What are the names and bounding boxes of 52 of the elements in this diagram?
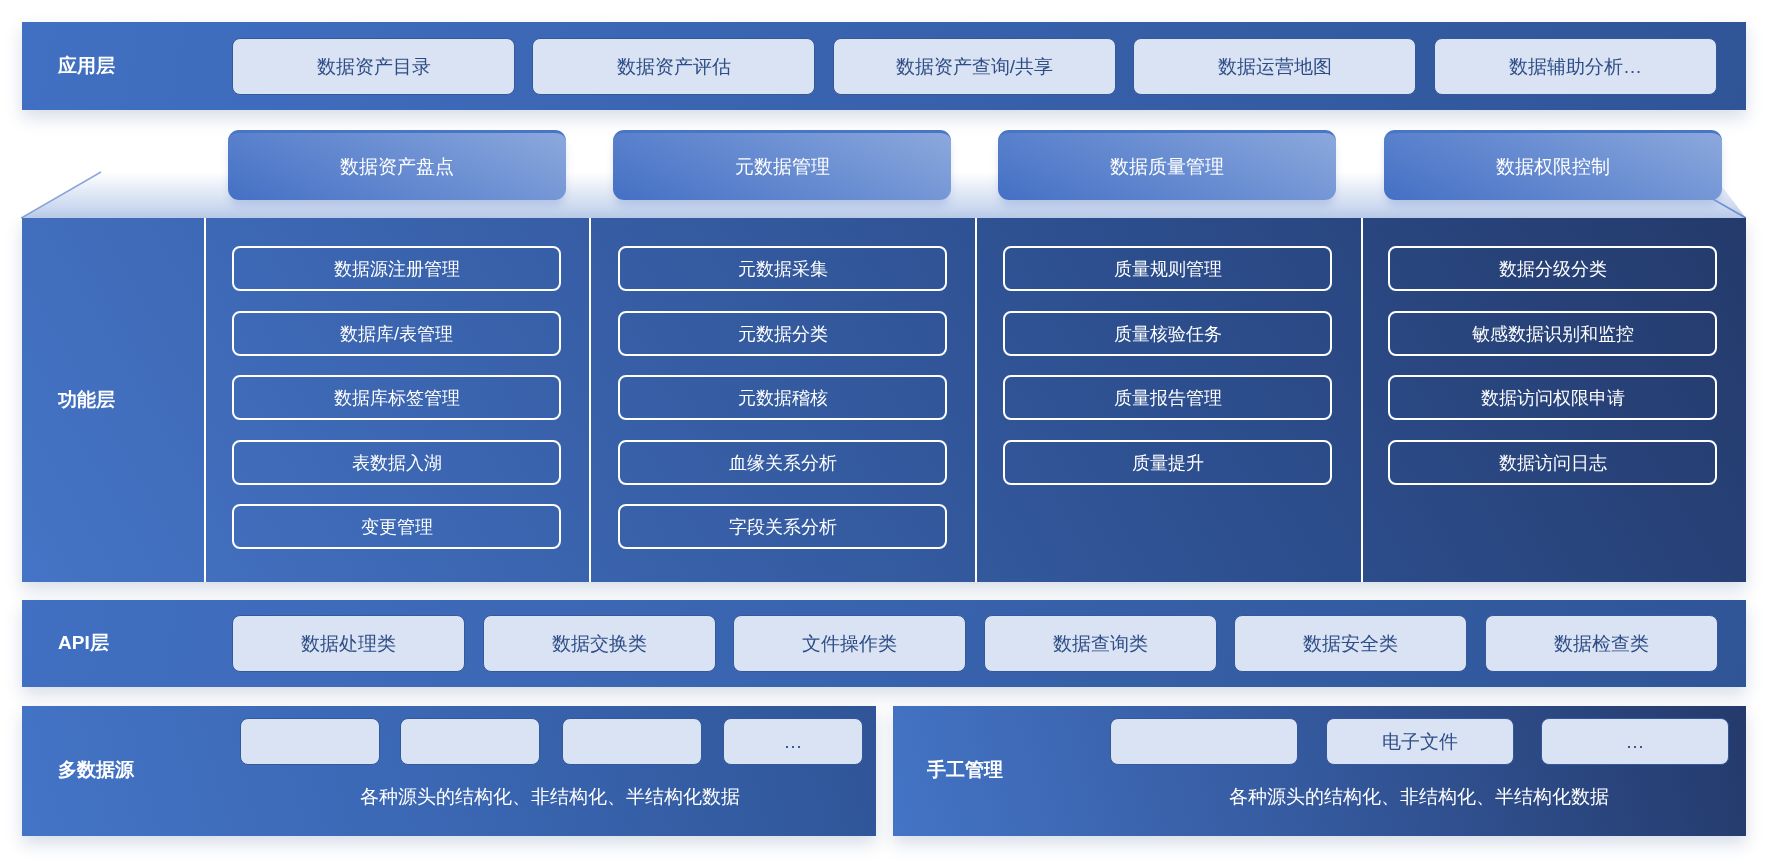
source-box: …	[723, 718, 863, 765]
function-item-box: 表数据入湖	[232, 440, 561, 485]
function-item-box: 数据分级分类	[1388, 246, 1717, 291]
function-item-box: 数据库/表管理	[232, 311, 561, 356]
source-box	[562, 718, 702, 765]
layer-band	[22, 218, 1746, 582]
api-category-box: 数据安全类	[1234, 615, 1467, 672]
function-item-box: 血缘关系分析	[618, 440, 947, 485]
api-category-box: 数据处理类	[232, 615, 465, 672]
function-item-box: 字段关系分析	[618, 504, 947, 549]
function-item-box: 质量核验任务	[1003, 311, 1332, 356]
function-item-box: 质量报告管理	[1003, 375, 1332, 420]
module-box: 数据资产目录	[232, 38, 515, 95]
function-item-box: 元数据采集	[618, 246, 947, 291]
api-category-box: 数据检查类	[1485, 615, 1718, 672]
layer-label: API层	[58, 631, 109, 655]
panel-caption: 各种源头的结构化、非结构化、半结构化数据	[360, 785, 740, 809]
function-item-box: 元数据分类	[618, 311, 947, 356]
layer-band	[22, 600, 1746, 687]
source-box: …	[1541, 718, 1729, 765]
panel-title: 手工管理	[927, 758, 1003, 782]
function-item-box: 敏感数据识别和监控	[1388, 311, 1717, 356]
api-category-box: 数据查询类	[984, 615, 1217, 672]
layer-label: 功能层	[58, 388, 115, 412]
source-box	[1110, 718, 1298, 765]
function-item-box: 质量规则管理	[1003, 246, 1332, 291]
function-item-box: 数据源注册管理	[232, 246, 561, 291]
function-item-box: 变更管理	[232, 504, 561, 549]
function-item-box: 数据访问权限申请	[1388, 375, 1717, 420]
module-box: 数据资产评估	[532, 38, 815, 95]
function-item-box: 数据库标签管理	[232, 375, 561, 420]
category-tab: 数据质量管理	[998, 130, 1336, 200]
category-tab: 数据权限控制	[1384, 130, 1722, 200]
source-box	[400, 718, 540, 765]
layer-band	[22, 22, 1746, 110]
function-item-box: 质量提升	[1003, 440, 1332, 485]
function-item-box: 数据访问日志	[1388, 440, 1717, 485]
api-category-box: 数据交换类	[483, 615, 716, 672]
module-box: 数据辅助分析…	[1434, 38, 1717, 95]
category-tab: 元数据管理	[613, 130, 951, 200]
panel-title: 多数据源	[58, 758, 134, 782]
source-box: 电子文件	[1326, 718, 1514, 765]
api-category-box: 文件操作类	[733, 615, 966, 672]
function-item-box: 元数据稽核	[618, 375, 947, 420]
module-box: 数据运营地图	[1133, 38, 1416, 95]
layer-label: 应用层	[58, 54, 115, 78]
panel-caption: 各种源头的结构化、非结构化、半结构化数据	[1229, 785, 1609, 809]
category-tab: 数据资产盘点	[228, 130, 566, 200]
source-panel	[893, 706, 1746, 836]
source-panel	[22, 706, 876, 836]
module-box: 数据资产查询/共享	[833, 38, 1116, 95]
source-box	[240, 718, 380, 765]
